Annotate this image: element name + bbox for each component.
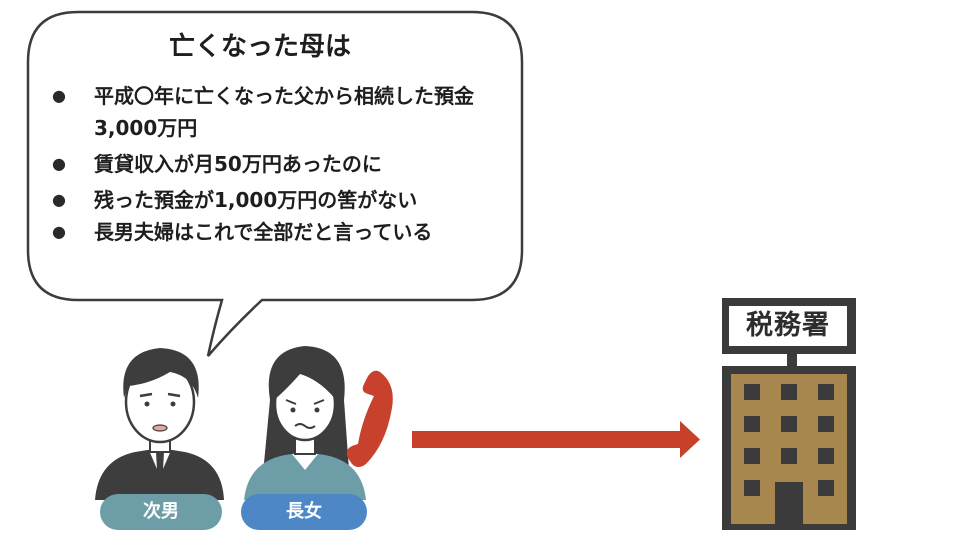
bullet-text: 賃貸収入が月50万円あったのに [94,152,382,176]
second-son-figure [95,348,224,500]
bullet-text: 長男夫婦はこれで全部だと言っている [94,220,433,244]
arrow-right-icon [680,421,700,458]
bubble-title: 亡くなった母は [168,32,351,62]
eldest-daughter-label-pill [241,494,367,530]
bullet-item: ● 賃貸収入が月50万円あったのに [50,148,510,180]
eldest-daughter-label: 長女 [286,501,322,522]
bullet-list: ● 平成〇年に亡くなった父から相続した預金3,000万円 ● 賃貸収入が月50万円あ… [50,80,510,248]
bullet-item: ● 平成〇年に亡くなった父から相続した預金3,000万円 [50,80,510,144]
bullet-item: ● 長男夫婦はこれで全部だと言っている [50,216,510,248]
bullet-dot-icon: ● [52,86,66,105]
bullet-dot-icon: ● [52,154,66,173]
bullet-dot-icon: ● [52,190,66,209]
second-son-label-pill [100,494,222,530]
arrow-shaft [412,431,684,448]
phone-icon [346,370,393,467]
tax-office-sign: 税務署 [729,306,847,346]
bullet-dot-icon: ● [52,222,66,241]
eldest-daughter-figure [244,346,366,500]
bullet-item: ● 残った預金が1,000万円の筈がない [50,184,510,216]
speech-bubble-icon [26,10,524,357]
bullet-text: 平成〇年に亡くなった父から相続した預金3,000万円 [94,84,474,140]
second-son-label: 次男 [143,501,179,522]
bullet-text: 残った預金が1,000万円の筈がない [94,188,418,212]
